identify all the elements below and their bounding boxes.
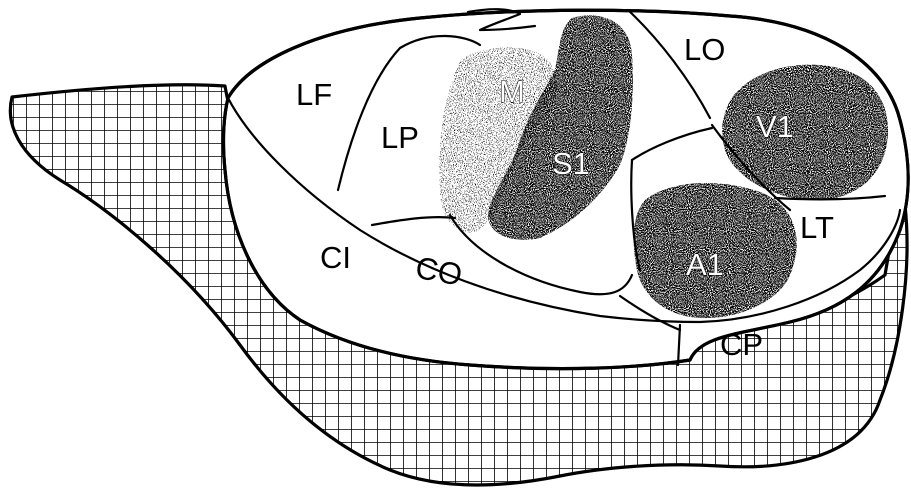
label-lp: LP [381, 120, 419, 155]
label-s1: S1 [552, 146, 590, 181]
label-a1: A1 [686, 247, 724, 282]
label-cp: CP [720, 327, 763, 362]
label-m: M [499, 74, 525, 109]
label-lf: LF [296, 77, 332, 112]
label-ci: CI [320, 240, 351, 275]
label-lo: LO [684, 32, 725, 67]
label-lt: LT [800, 210, 834, 245]
label-v1: V1 [756, 109, 794, 144]
